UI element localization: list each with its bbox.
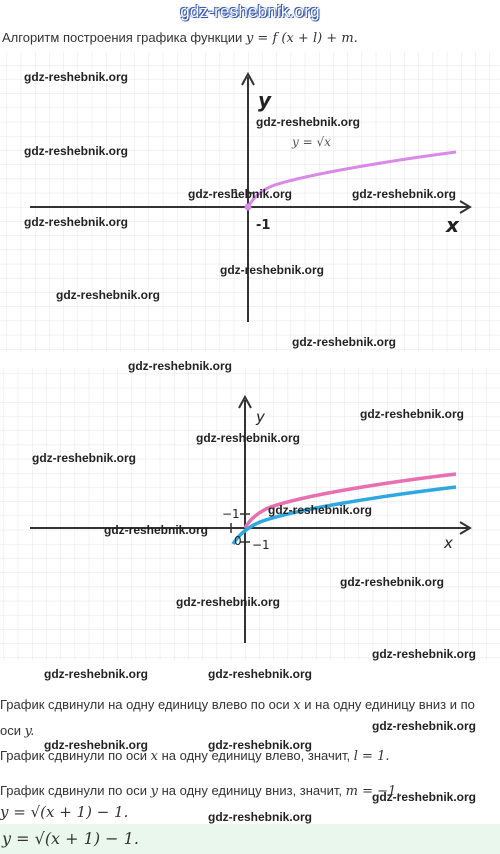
y-axis-label: y [255,408,266,426]
watermark: gdz-reshebnik.org [208,667,313,681]
x-axis-arrow-icon [459,200,472,214]
answer-formula: y = √(x + 1) − 1. [2,829,139,848]
intro-formula: y = f (x + l) + m. [245,31,358,46]
watermark: gdz-reshebnik.org [44,667,149,681]
watermark: gdz-reshebnik.org [24,70,129,84]
y-axis-arrow-icon [241,71,255,86]
watermark: gdz-reshebnik.org [208,810,313,824]
intro-prefix: Алгоритм построения графика функции [2,30,243,45]
y-axis-label: y [258,88,272,112]
watermark: gdz-reshebnik.org [56,288,161,302]
watermark: gdz-reshebnik.org [256,115,361,129]
explanation-2: График сдвинули по оси x на одну единицу… [0,748,390,764]
pink-curve [243,472,457,529]
watermark: gdz-reshebnik.org [220,263,325,277]
watermark: gdz-reshebnik.org [352,187,457,201]
tick-label-minus1-x: −1 [222,507,240,521]
watermark: gdz-reshebnik.org [372,647,477,661]
explanation-1-line-1: График сдвинули на одну единицу влево по… [0,697,475,713]
tick-label-1: 1 [232,187,240,201]
explanation-1-line-2: оси y. [0,723,35,739]
watermark: gdz-reshebnik.org [188,187,293,201]
tick-label-minus1: -1 [256,218,270,233]
watermark: gdz-reshebnik.org [340,575,445,589]
result-formula: y = √(x + 1) − 1. [0,803,129,821]
sqrt-curve [246,150,457,208]
blue-curve [231,485,457,545]
watermark: gdz-reshebnik.org [372,790,477,804]
site-header-logo[interactable]: gdz-reshebnik.org [180,2,320,21]
watermark: gdz-reshebnik.org [268,503,373,517]
watermark: gdz-reshebnik.org [360,407,465,421]
intro-line: Алгоритм построения графика функции y = … [2,30,358,46]
watermark: gdz-reshebnik.org [292,335,397,349]
x-axis-arrow-icon [459,521,472,535]
graph-sqrt-x: y x y = √x 1 -1 [0,52,500,352]
watermark: gdz-reshebnik.org [176,595,281,609]
watermark: gdz-reshebnik.org [44,738,149,752]
y-axis-arrow-icon [238,394,252,409]
watermark: gdz-reshebnik.org [196,431,301,445]
x-axis-label: x [445,213,460,237]
watermark: gdz-reshebnik.org [372,719,477,733]
answer-box: y = √(x + 1) − 1. [0,824,500,854]
watermark: gdz-reshebnik.org [24,144,129,158]
watermark: gdz-reshebnik.org [24,215,129,229]
watermark: gdz-reshebnik.org [32,451,137,465]
explanation-3: График сдвинули по оси y на одну единицу… [0,783,401,799]
watermark: gdz-reshebnik.org [104,523,209,537]
curve-label: y = √x [291,135,331,149]
graph-shifted-sqrt: y x −1 0 −1 [0,368,500,660]
watermark: gdz-reshebnik.org [128,359,233,373]
watermark: gdz-reshebnik.org [208,738,313,752]
x-axis-label: x [443,534,453,552]
tick-label-origin: 0 [234,534,242,548]
tick-label-minus1-y: −1 [252,538,270,552]
